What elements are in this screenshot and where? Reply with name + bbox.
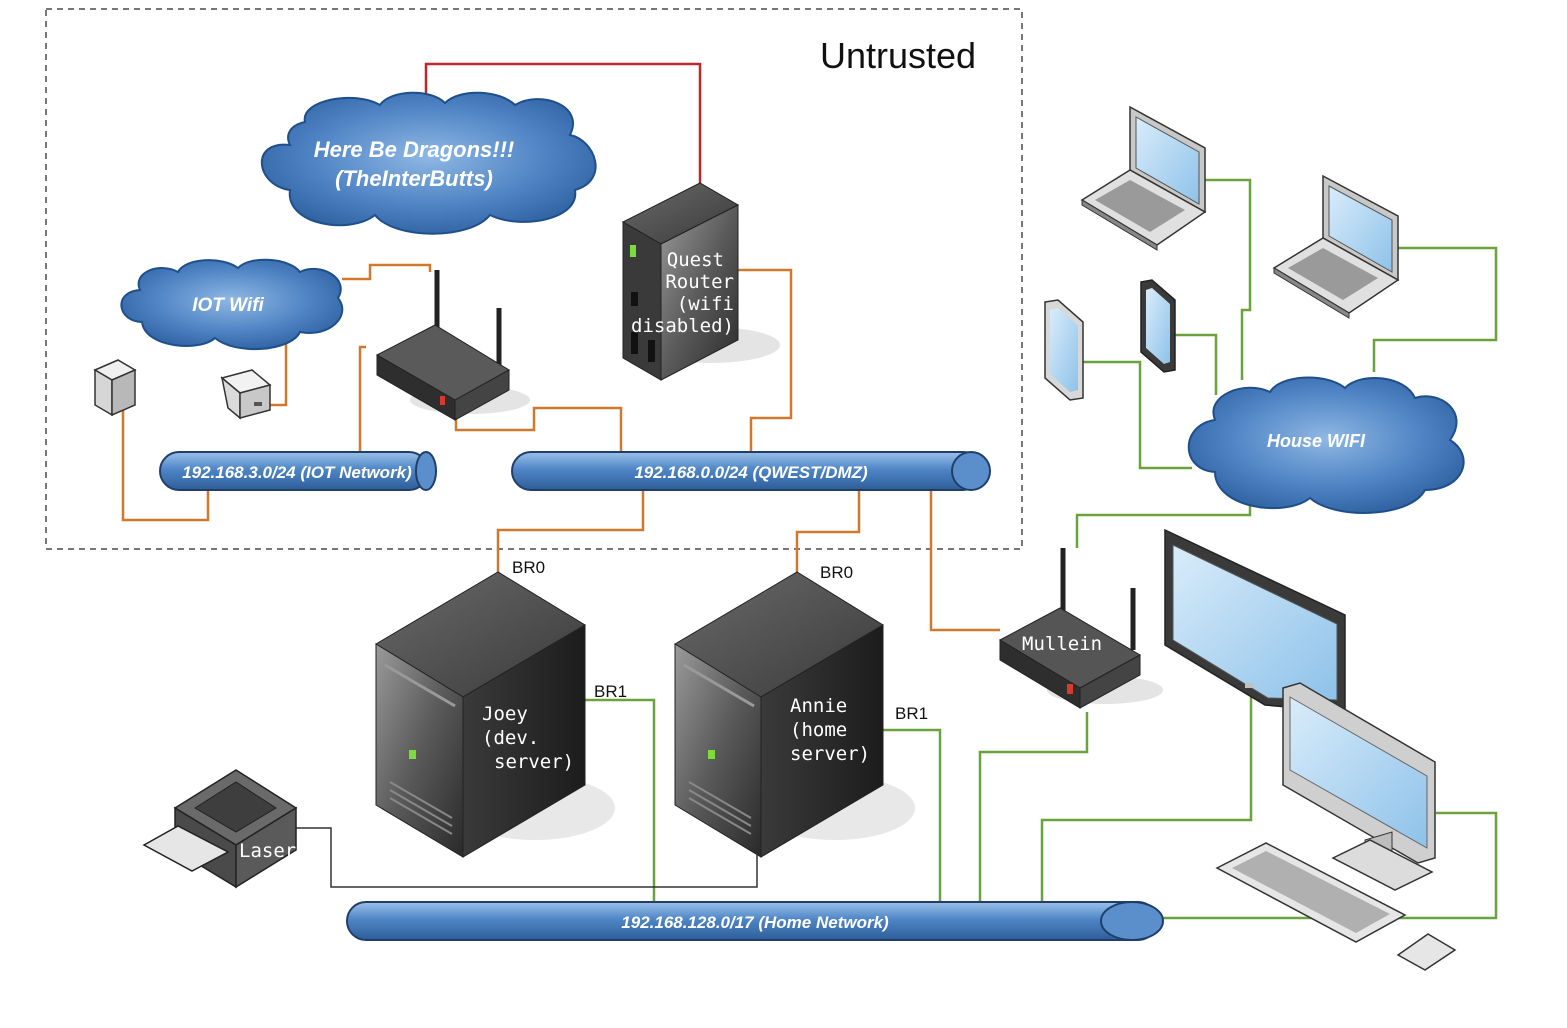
- iot-device-to-cloud-link: [270, 342, 288, 407]
- annie-br0-port-label: BR0: [820, 563, 853, 582]
- house-wifi-cloud-label: House WIFI: [1267, 431, 1366, 451]
- house-wifi-cloud: House WIFI: [1187, 376, 1465, 514]
- desktop-computer: [1215, 682, 1457, 971]
- annie-br0-link: [795, 490, 861, 572]
- mouse: [1396, 933, 1457, 971]
- laptop1-to-house-wifi-link: [1205, 178, 1252, 380]
- joey-server-line2: (dev.: [482, 727, 539, 749]
- joey-br1-link: [585, 698, 656, 902]
- annie-server-line1: Annie: [790, 695, 847, 717]
- quest-router: Quest Router (wifi disabled): [621, 182, 780, 381]
- dmz-network-bus: 192.168.0.0/24 (QWEST/DMZ): [511, 451, 991, 491]
- laptop2-to-house-wifi-link: [1372, 246, 1498, 372]
- untrusted-zone-title: Untrusted: [820, 35, 976, 76]
- laptop-right: [1272, 174, 1400, 319]
- joey-br1-port-label: BR1: [594, 682, 627, 701]
- wifi-router-to-iot-cloud-link: [342, 263, 432, 281]
- iot-sensor-to-bus-link: [121, 410, 210, 522]
- quest-router-line2: Router: [665, 271, 734, 293]
- mullein-router: Mullein: [998, 548, 1163, 709]
- joey-server: Joey (dev. server): [375, 571, 615, 858]
- dmz-to-mullein-link: [929, 490, 1000, 632]
- mullein-to-home-link: [978, 712, 1089, 902]
- router-to-dmz-link: [738, 268, 793, 452]
- tablet2-to-house-wifi-link: [1175, 333, 1218, 395]
- dmz-links: [121, 263, 1000, 632]
- mullein-to-house-wifi-link: [1075, 490, 1252, 548]
- joey-server-line1: Joey: [482, 703, 528, 725]
- iot-smart-device: [220, 369, 272, 420]
- printer-to-annie-link: [296, 827, 758, 888]
- laser-printer-label: Laser: [239, 840, 296, 862]
- annie-server-line2: (home: [790, 719, 847, 741]
- annie-server: Annie (home server): [674, 571, 915, 858]
- laptop-top: [1080, 105, 1207, 251]
- quest-router-line1: Quest: [667, 249, 724, 271]
- home-links: [585, 178, 1498, 920]
- large-monitor: [1164, 528, 1346, 713]
- annie-br1-link: [883, 728, 942, 902]
- internet-cloud-line1: Here Be Dragons!!!: [314, 137, 514, 162]
- internet-cloud: Here Be Dragons!!! (TheInterButts): [260, 91, 597, 235]
- mullein-router-label: Mullein: [1022, 633, 1102, 655]
- iot-wifi-cloud: IOT Wifi: [120, 258, 344, 351]
- tablet-left: [1044, 299, 1084, 401]
- monitor-to-home-link: [1040, 690, 1253, 902]
- iot-sensor-device: [93, 359, 137, 417]
- wifi-router-to-iot-bus-link: [358, 345, 366, 452]
- quest-router-line3: (wifi: [677, 293, 734, 315]
- iot-network-bus-label: 192.168.3.0/24 (IOT Network): [182, 463, 412, 482]
- joey-server-line3: server): [494, 751, 574, 773]
- tablet-right: [1140, 279, 1176, 373]
- joey-br0-link: [496, 490, 645, 572]
- home-network-bus: 192.168.128.0/17 (Home Network): [346, 901, 1164, 941]
- internet-link: [424, 62, 702, 186]
- keyboard: [1215, 842, 1407, 943]
- untrusted-zone-boundary: [45, 8, 1023, 550]
- tablet1-to-house-wifi-link: [1082, 360, 1192, 470]
- quest-router-line4: disabled): [631, 315, 734, 337]
- iot-wifi-router: [375, 270, 530, 421]
- joey-br0-port-label: BR0: [512, 558, 545, 577]
- internet-cloud-line2: (TheInterButts): [335, 166, 493, 191]
- iot-network-bus: 192.168.3.0/24 (IOT Network): [159, 451, 437, 491]
- dmz-network-bus-label: 192.168.0.0/24 (QWEST/DMZ): [634, 463, 868, 482]
- laser-printer: Laser: [142, 769, 298, 889]
- annie-br1-port-label: BR1: [895, 704, 928, 723]
- iot-wifi-cloud-label: IOT Wifi: [192, 295, 264, 316]
- home-network-bus-label: 192.168.128.0/17 (Home Network): [621, 913, 889, 932]
- wifi-router-to-dmz-link: [454, 406, 623, 452]
- annie-server-line3: server): [790, 743, 870, 765]
